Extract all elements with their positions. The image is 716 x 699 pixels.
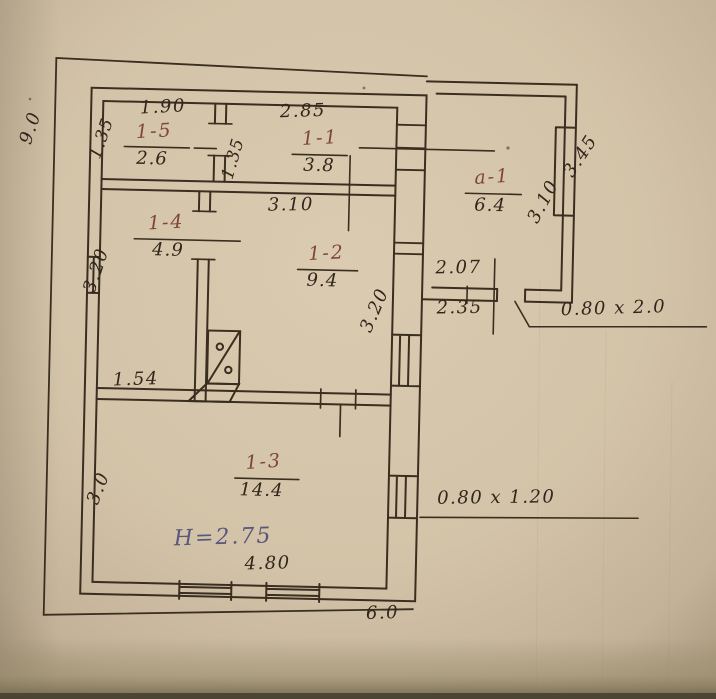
partition-walls — [95, 102, 397, 438]
dim-window-size: 0.80 x 1.20 — [437, 486, 556, 508]
room-1-3-number: 1-3 — [245, 450, 283, 474]
dim-door-size: 0.80 x 2.0 — [561, 296, 667, 320]
room-a-1-area: 6.4 — [474, 194, 506, 216]
room-1-1-number: 1-1 — [301, 126, 339, 150]
main-walls — [79, 86, 428, 603]
dim-2-07: 2.07 — [434, 257, 481, 279]
dim-3-10: 3.10 — [268, 194, 314, 216]
annex-walls — [420, 80, 578, 304]
right-wall-windows — [386, 333, 423, 520]
dim-6-0: 6.0 — [366, 602, 400, 624]
bottom-wall-windows — [178, 579, 321, 604]
room-1-1-area: 3.8 — [303, 155, 335, 177]
outer-outline — [42, 57, 428, 616]
paper-creases — [535, 279, 673, 696]
room-1-3-area: 14.4 — [239, 479, 284, 501]
room-a-1-number: а-1 — [474, 165, 511, 189]
dim-1-90: 1.90 — [139, 95, 186, 118]
room-1-5-area: 2.6 — [135, 148, 168, 170]
room-1-5-number: 1-5 — [135, 119, 173, 143]
left-wall-window — [86, 255, 101, 294]
dim-2-35: 2.35 — [435, 297, 482, 319]
ceiling-height-text: H=2.75 — [173, 523, 273, 551]
plan: 1.90 1.35 1.35 2.85 3.10 3.20 3.20 1.54 … — [15, 57, 708, 624]
dim-4-80: 4.80 — [243, 552, 291, 574]
dim-2-85: 2.85 — [279, 100, 327, 122]
dim-1-54: 1.54 — [112, 368, 159, 390]
room-1-4-area: 4.9 — [151, 239, 184, 261]
annex-window — [552, 126, 577, 217]
room-1-4-number: 1-4 — [147, 211, 185, 235]
ink-specks — [28, 86, 510, 150]
room-1-2-number: 1-2 — [308, 241, 346, 265]
dimension-lines — [123, 145, 708, 520]
ceiling-height-note: H=2.75 — [173, 523, 273, 551]
room-1-2-area: 9.4 — [306, 270, 338, 292]
room-number-texts: 1-5 1-1 1-4 1-2 1-3 а-1 — [135, 119, 511, 474]
right-wall-door-ticks — [393, 123, 427, 256]
stove-symbol — [186, 329, 242, 403]
